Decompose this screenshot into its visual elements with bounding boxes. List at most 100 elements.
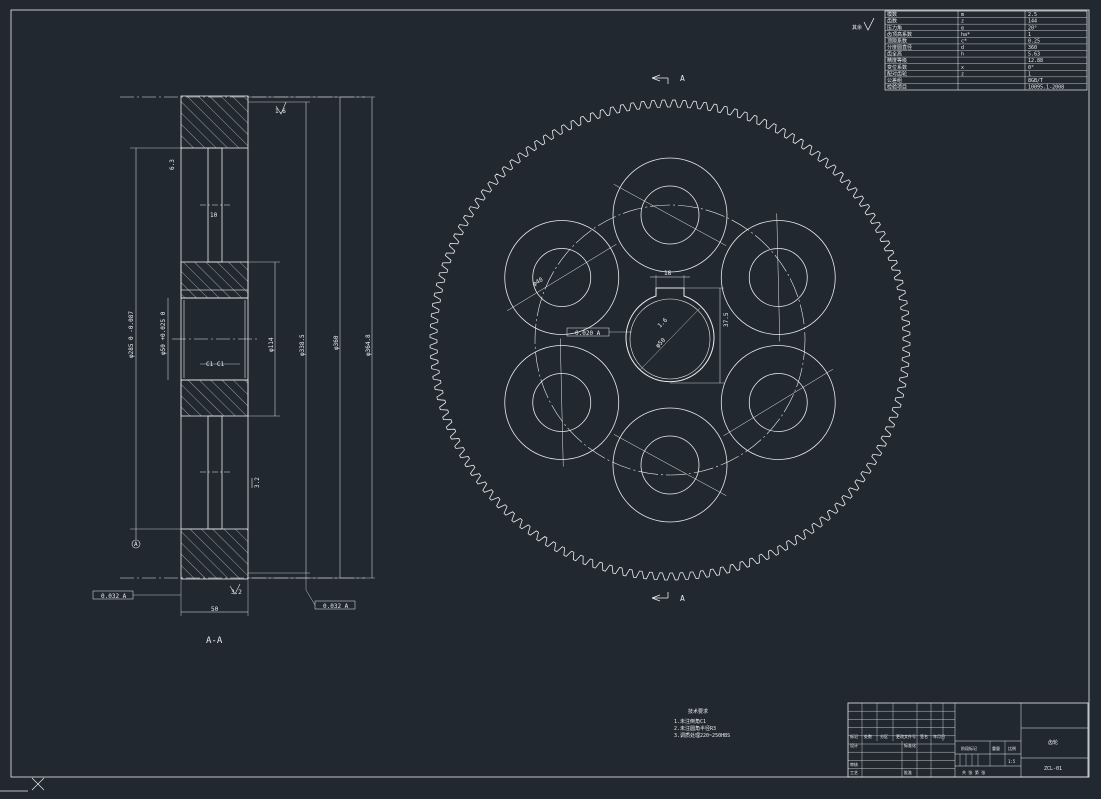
table-cell: 压力角 [887, 24, 902, 31]
count-label: 处数 [864, 733, 872, 739]
stage-label: 阶段标记 [961, 745, 977, 751]
table-cell: 1 [1028, 71, 1031, 77]
table-cell: m [961, 12, 964, 18]
table-cell: 公差组 [887, 77, 902, 84]
table-cell: 齿全高 [887, 51, 902, 58]
hole-inner-circle [748, 373, 808, 432]
rough-2: 6.3 [169, 159, 176, 170]
title-block: 齿轮 ZCL-01 1:5 阶段标记 重量 比例 共 张 第 张 标记 处数 分… [847, 702, 1089, 778]
table-cell: 齿数 [887, 18, 897, 25]
hole-inner-circle [532, 248, 592, 307]
tol-left: 0.032 A [101, 593, 127, 600]
standard-label: 标准化 [904, 742, 916, 748]
table-cell: 模数 [887, 11, 897, 18]
hole-center-line [613, 434, 727, 496]
dim-web-dia: φ285 0 -0.087 [128, 311, 135, 358]
table-cell: 齿顶高系数 [887, 31, 912, 38]
bore-keyway [625, 287, 715, 383]
scale-value: 1:5 [1008, 759, 1016, 764]
hole-inner-circle [640, 435, 700, 495]
table-cell: x [961, 65, 964, 71]
section-label: A-A [206, 636, 223, 646]
mark-label: 标记 [850, 733, 858, 739]
table-cell: c* [961, 38, 967, 44]
outer-frame [10, 9, 1090, 778]
table-cell: 1 [1028, 32, 1031, 38]
process-label: 工艺 [850, 770, 858, 775]
date-label: 年月日 [933, 733, 945, 739]
hole-outer-circle [720, 220, 836, 335]
table-cell: 0° [1028, 65, 1034, 71]
signature-label: 签名 [920, 733, 928, 739]
tech-req-item-1: 1.未注倒角C1 [674, 718, 706, 725]
dim-hub: 10 [210, 212, 218, 219]
rough-1: 1.6 [275, 108, 286, 115]
table-cell: 精度等级 [887, 57, 907, 64]
hole-center-line [506, 243, 617, 312]
dim-hub-dia: φ114 [268, 337, 275, 352]
table-cell: h [961, 52, 964, 58]
hole-dia: φ40 [532, 276, 545, 288]
sheet-label: 共 张 第 张 [962, 769, 985, 775]
dim-tip-dia: φ364.8 [365, 334, 372, 356]
table-cell: α [961, 25, 964, 31]
hole-inner-circle [748, 248, 808, 307]
hole-inner-circle [532, 373, 592, 432]
hole-center-line [723, 368, 834, 437]
technical-requirements: 技术要求 1.未注倒角C1 2.未注圆角半径R3 3.调质处理220~250HB… [674, 708, 730, 739]
tol-right: 0.032 A [323, 603, 349, 610]
web-circle [534, 204, 806, 476]
dim-pitch-dia: φ360 [333, 335, 340, 350]
hole-center-line [776, 213, 781, 342]
table-cell: 5.63 [1028, 52, 1040, 58]
ucs-icon [0, 777, 45, 792]
bore-dia: φ50 [654, 337, 667, 350]
tech-req-item-3: 3.调质处理220~250HBS [674, 732, 730, 739]
checker-label: 审核 [850, 761, 858, 767]
keyway-tol: 0.020 A [575, 330, 601, 337]
dim-root-dia: φ338.5 [299, 334, 306, 356]
hole-outer-circle [612, 157, 728, 273]
table-cell: z [961, 71, 964, 77]
zone-label: 分区 [880, 733, 888, 739]
doc-no-label: 更改文件号 [896, 733, 916, 739]
table-cell: z [961, 19, 964, 25]
rough-3: 3.2 [254, 477, 261, 488]
dim-chamfer: C1 C1 [206, 361, 224, 368]
tech-req-title: 技术要求 [688, 708, 708, 715]
table-cell: 10095.1-2008 [1028, 85, 1064, 91]
table-cell: d [961, 45, 964, 51]
table-cell: 变位系数 [887, 64, 907, 71]
table-cell: 8GB/T [1028, 78, 1043, 84]
datum-label: A [134, 541, 138, 548]
designer-label: 设计 [850, 742, 858, 748]
tech-req-item-2: 2.未注圆角半径R3 [674, 725, 716, 732]
table-cell: 0.25 [1028, 38, 1040, 44]
hole-outer-circle [720, 345, 836, 460]
hole-center-line [559, 338, 564, 467]
table-cell: 配对齿轮 [887, 70, 907, 77]
table-cell: 12.88 [1028, 58, 1043, 64]
section-view [92, 95, 375, 616]
hole-outer-circle [612, 407, 728, 523]
approve-label: 批准 [904, 769, 912, 775]
drawing-name: 齿轮 [1048, 739, 1058, 746]
section-mark-top: A [680, 74, 685, 83]
hole-outer-circle [504, 220, 620, 335]
table-cell: 2.5 [1028, 12, 1037, 18]
table-cell: 144 [1028, 19, 1037, 25]
bore-rough: 1.6 [656, 317, 669, 330]
table-cell: 分度圆直径 [887, 44, 912, 51]
keyway-depth: 37.5 [723, 312, 730, 327]
hole-center-line [613, 184, 727, 246]
table-cell: 检验项目 [887, 84, 907, 91]
svg-text:其余: 其余 [852, 24, 862, 31]
rough-4: 3.2 [231, 589, 242, 596]
table-cell: ha* [961, 32, 970, 38]
drawing-no: ZCL-01 [1044, 766, 1062, 772]
keyway-width: 18 [664, 270, 672, 277]
lightening-holes [504, 157, 836, 523]
hole-inner-circle [640, 185, 700, 245]
